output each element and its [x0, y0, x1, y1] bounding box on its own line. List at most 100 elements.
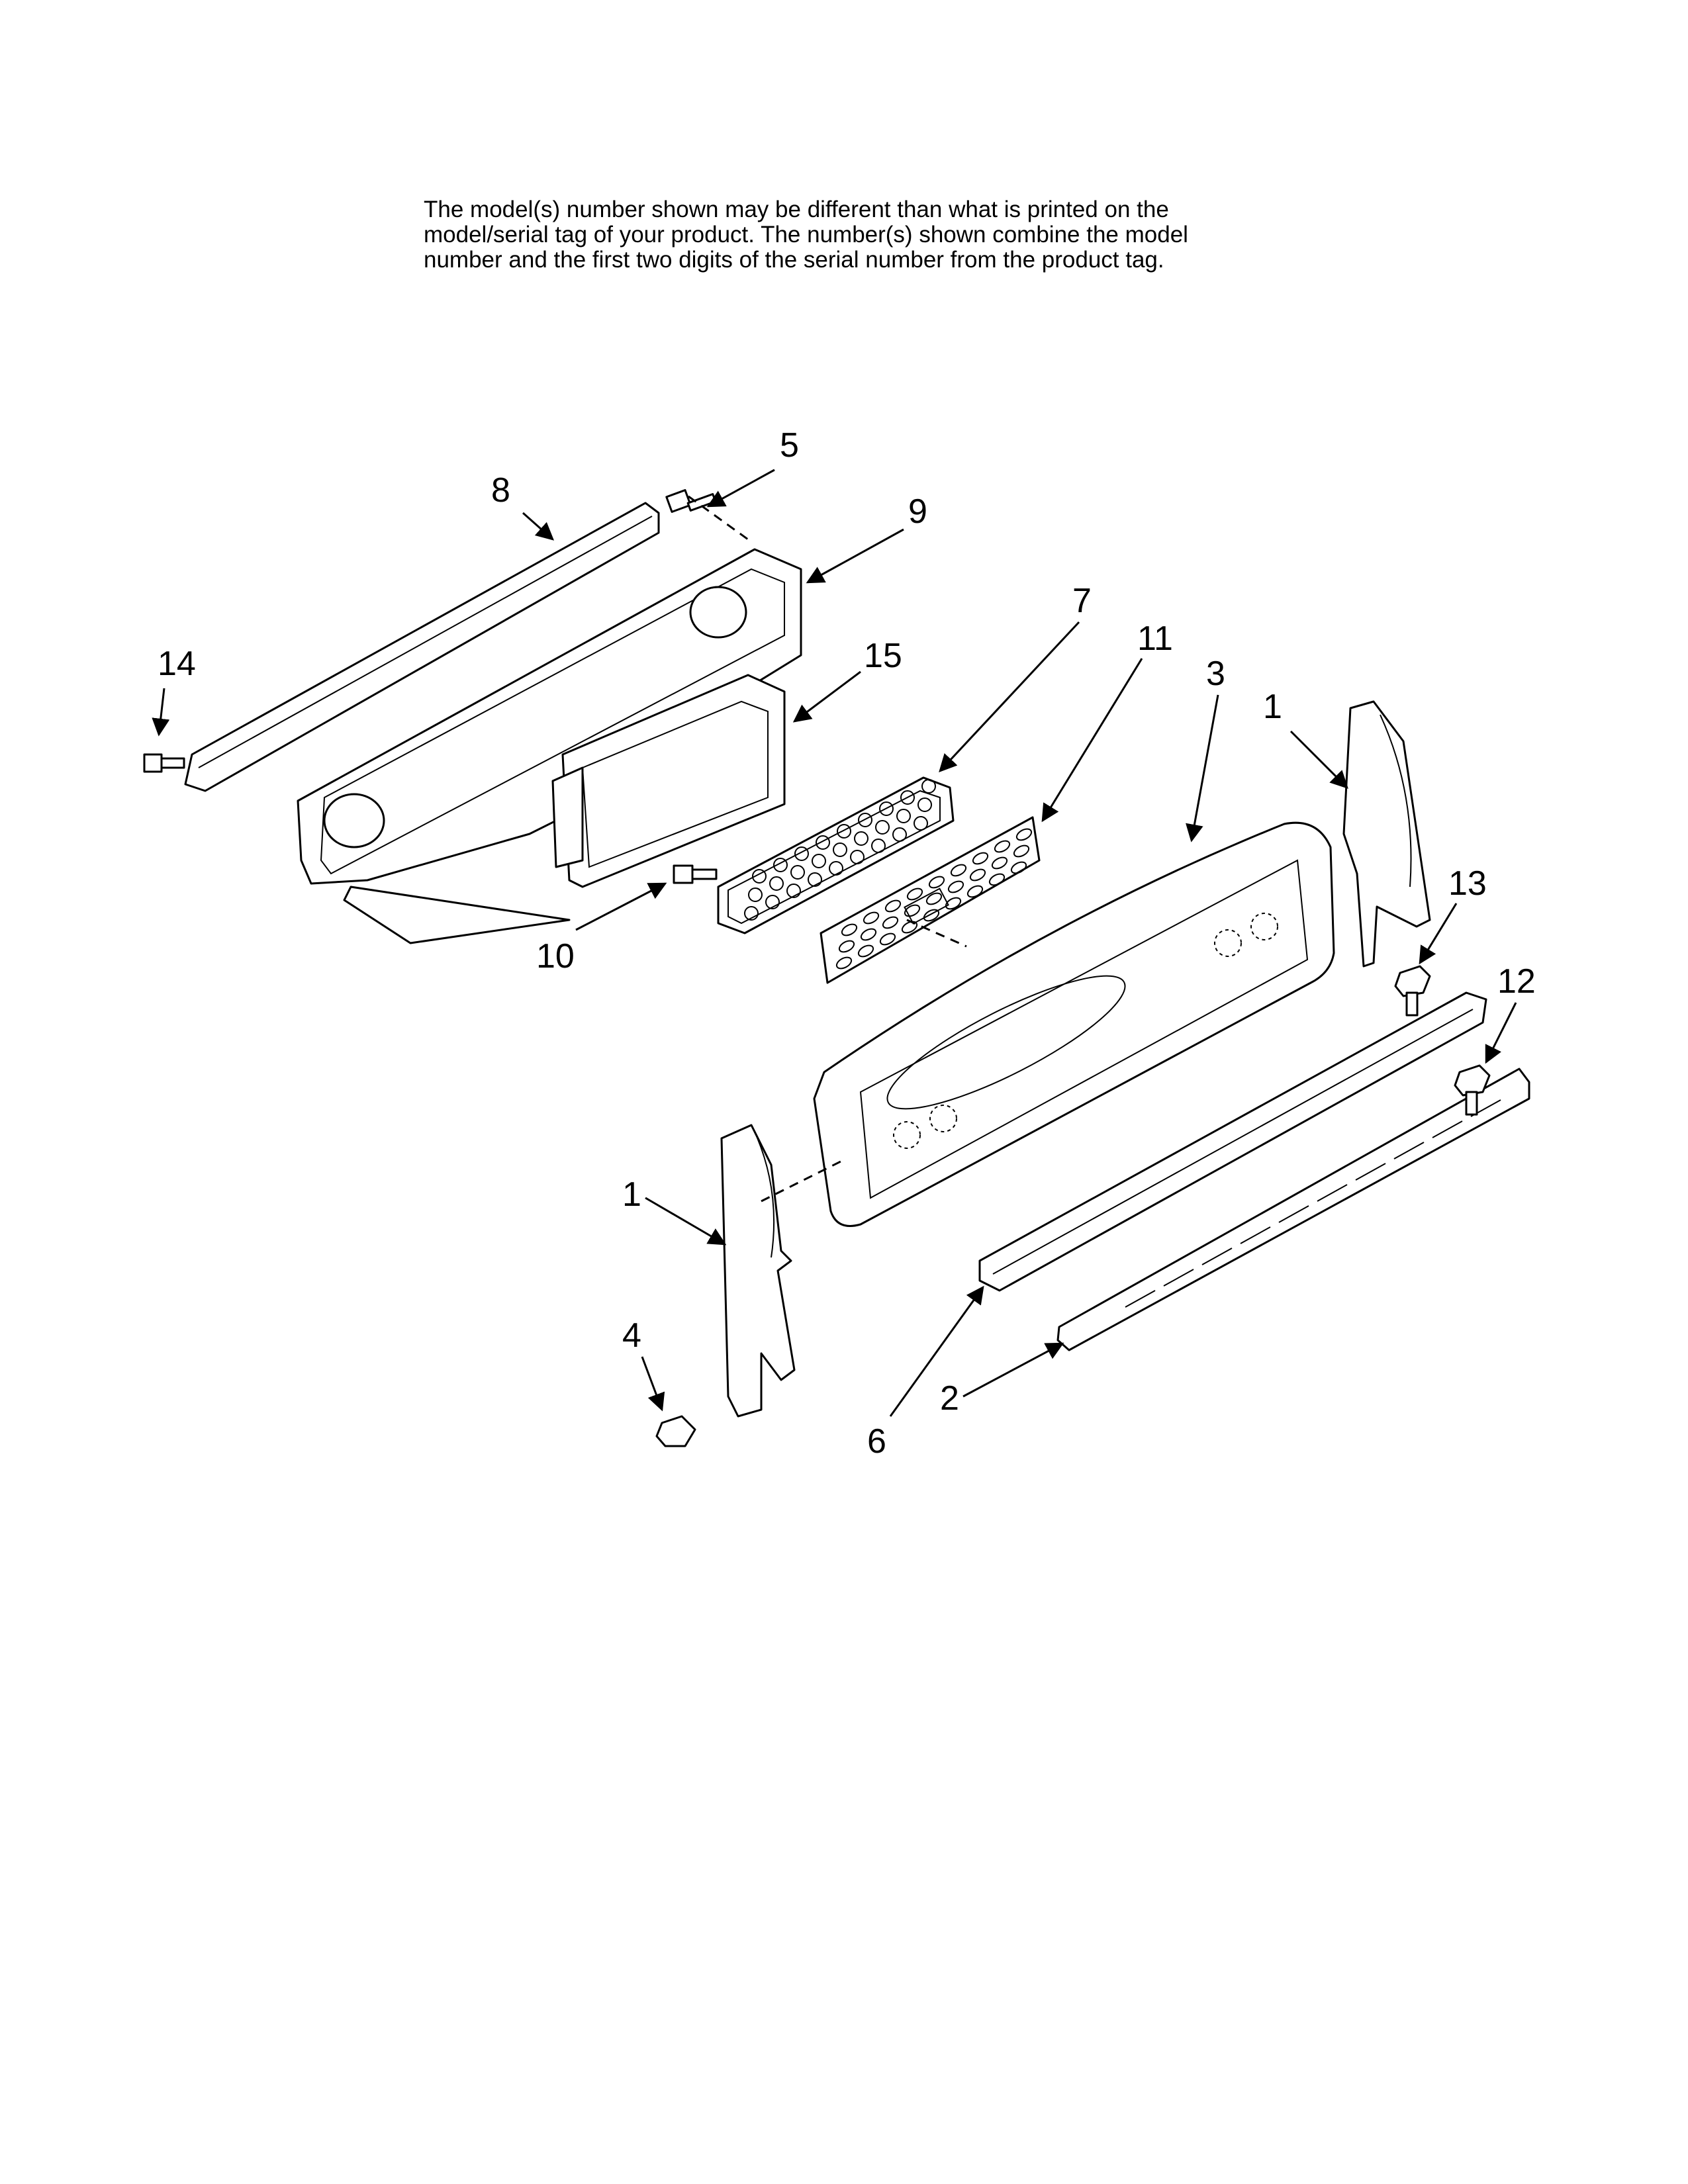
board-key [900, 790, 915, 805]
callout-1-right: 1 [1263, 688, 1282, 726]
callout-12: 12 [1497, 962, 1536, 1001]
board-key [875, 820, 890, 835]
overlay-pad [841, 923, 858, 936]
callout-1-left: 1 [622, 1175, 641, 1214]
board-key [773, 858, 788, 872]
overlay-pad [1015, 828, 1033, 841]
screw-12 [1454, 1064, 1491, 1116]
board-key [812, 854, 826, 868]
board-key [850, 850, 865, 864]
screw-4 [655, 1415, 696, 1447]
callout-11: 11 [1137, 619, 1173, 658]
board-key [748, 887, 763, 902]
leader-5 [706, 469, 775, 508]
callout-13: 13 [1448, 864, 1487, 903]
overlay-pad [863, 911, 880, 925]
overlay-pad [923, 909, 940, 922]
overlay-pad [945, 897, 962, 910]
part-8-rear-panel [184, 502, 660, 792]
leader-8 [522, 512, 555, 541]
board-key [816, 835, 830, 850]
leader-10 [575, 882, 667, 931]
board-key [808, 872, 822, 887]
overlay-pad [991, 856, 1008, 870]
leader-11 [1041, 658, 1143, 823]
board-key [917, 797, 932, 812]
part-3-console [813, 821, 1335, 1227]
board-key [879, 801, 894, 816]
overlay-pad [988, 873, 1006, 886]
overlay-pad [879, 933, 896, 946]
overlay-pad [884, 899, 902, 913]
vent-slot [1393, 1142, 1425, 1160]
board-key [892, 827, 907, 842]
leader-1-left [645, 1197, 727, 1246]
board-key [765, 895, 780, 909]
screw-14 [143, 753, 185, 773]
board-key [858, 813, 872, 827]
leader-9 [806, 528, 904, 584]
board-key [833, 842, 847, 857]
board-key [896, 809, 911, 823]
board-key [769, 876, 784, 891]
overlay-pad [904, 904, 921, 917]
board-key [921, 779, 936, 794]
part-11-overlay [820, 816, 1041, 984]
leader-14 [152, 688, 170, 737]
vent-slot [1317, 1184, 1348, 1202]
overlay-pad [928, 876, 945, 889]
overlay-pad [947, 880, 964, 893]
notice-line-2: model/serial tag of your product. The nu… [424, 222, 1188, 248]
overlay-pad [857, 944, 874, 958]
callout-2: 2 [940, 1379, 959, 1418]
leader-12 [1485, 1002, 1517, 1064]
part-7-control-board [717, 776, 955, 934]
board-key [871, 839, 886, 853]
vent-slot [1240, 1226, 1271, 1244]
notice-line-1: The model(s) number shown may be differe… [424, 197, 1169, 222]
overlay-pad [835, 956, 853, 970]
part-1-right-bracket [1342, 700, 1431, 968]
alignment-line [688, 495, 749, 541]
overlay-pad [972, 852, 989, 865]
callout-14: 14 [158, 645, 196, 683]
leader-1-right [1289, 730, 1348, 789]
overlay-pad [882, 916, 899, 929]
overlay-pad [860, 928, 877, 941]
screw-5 [665, 489, 717, 513]
vent-slot [1432, 1120, 1463, 1138]
board-key [744, 906, 759, 921]
overlay-pad [1013, 844, 1030, 858]
overlay-pad [906, 887, 923, 901]
overlay-pad [994, 840, 1011, 853]
part-15-window [551, 674, 786, 888]
notice-line-3: number and the first two digits of the s… [424, 247, 1164, 273]
callout-6: 6 [867, 1422, 886, 1461]
board-key [837, 824, 851, 839]
part-1-left-bracket [720, 1124, 796, 1418]
board-key [829, 861, 843, 876]
callout-10: 10 [536, 937, 575, 976]
callout-9: 9 [908, 492, 927, 531]
alignment-line [906, 919, 967, 948]
overlay-pad [838, 940, 855, 953]
leader-3 [1186, 694, 1219, 842]
board-key [752, 869, 767, 884]
part-2-vent-trim [1056, 1068, 1530, 1351]
board-key [794, 846, 809, 861]
screw-10 [673, 864, 718, 884]
overlay-pad [966, 885, 984, 898]
vent-slot [1201, 1248, 1233, 1265]
overlay-pad [925, 892, 943, 905]
leader-4 [641, 1356, 665, 1412]
board-key [790, 865, 805, 880]
callout-7: 7 [1072, 582, 1092, 620]
part-6-trim-rail [978, 991, 1487, 1292]
callout-4: 4 [622, 1316, 641, 1355]
callout-8: 8 [491, 471, 510, 510]
board-key [786, 884, 801, 898]
callout-5: 5 [780, 426, 799, 465]
board-key [914, 816, 928, 831]
board-key [854, 831, 868, 846]
